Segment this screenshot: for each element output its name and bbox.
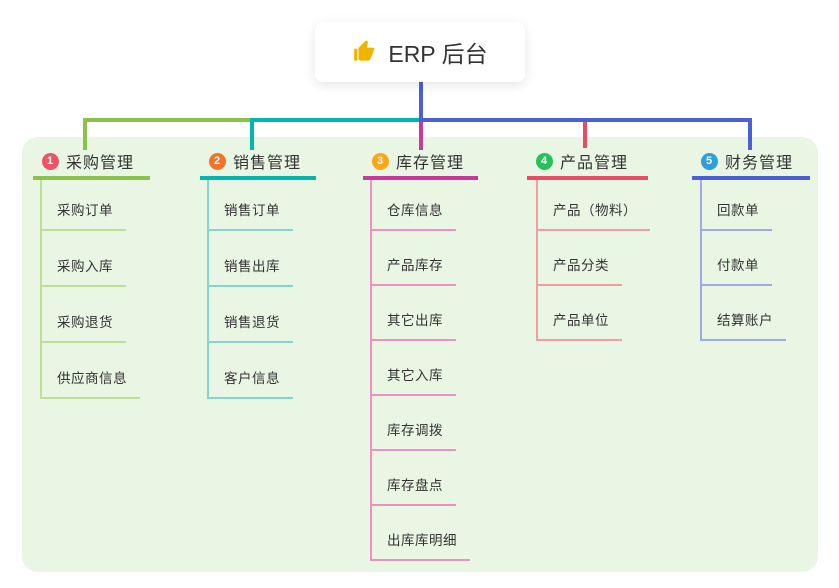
branch-number-badge: 2 (209, 152, 226, 170)
mind-map-background-panel (22, 137, 818, 572)
branch-number-badge: 1 (42, 152, 59, 170)
child-node[interactable]: 付款单 (700, 256, 772, 286)
child-node[interactable]: 仓库信息 (370, 201, 456, 231)
branch-number-badge: 4 (536, 152, 553, 170)
child-node[interactable]: 库存调拨 (370, 421, 456, 451)
bus-segment (252, 118, 419, 122)
child-node[interactable]: 产品库存 (370, 256, 456, 286)
branch-drop-line (419, 122, 423, 150)
child-node[interactable]: 销售订单 (207, 201, 293, 231)
child-node[interactable]: 供应商信息 (40, 369, 140, 399)
child-node[interactable]: 其它出库 (370, 311, 456, 341)
child-node[interactable]: 销售退货 (207, 313, 293, 343)
branch-number-badge: 5 (701, 152, 718, 170)
branch-header-sales[interactable]: 2 销售管理 (200, 146, 316, 180)
branch-number-badge: 3 (372, 152, 389, 170)
root-node[interactable]: ERP 后台 (315, 22, 525, 82)
child-node[interactable]: 库存盘点 (370, 476, 456, 506)
branch-label: 财务管理 (725, 155, 794, 172)
child-spine (207, 180, 209, 399)
branch-label: 库存管理 (396, 155, 465, 172)
child-node[interactable]: 回款单 (700, 201, 772, 231)
root-connector-line (419, 82, 423, 118)
branch-header-purchase[interactable]: 1 采购管理 (33, 146, 150, 180)
child-node[interactable]: 客户信息 (207, 369, 293, 399)
branch-drop-line (250, 118, 254, 150)
child-node[interactable]: 其它入库 (370, 366, 456, 396)
child-spine (370, 180, 372, 561)
child-node[interactable]: 产品分类 (536, 256, 622, 286)
child-spine (40, 180, 42, 399)
thumbs-up-icon (354, 40, 376, 61)
child-node[interactable]: 结算账户 (700, 311, 786, 341)
root-label: ERP 后台 (388, 41, 488, 67)
child-node[interactable]: 采购退货 (40, 313, 126, 343)
branch-label: 采购管理 (66, 155, 135, 172)
child-node[interactable]: 产品（物料） (536, 201, 650, 231)
branch-drop-line (83, 118, 87, 150)
bus-segment (419, 118, 752, 122)
child-node[interactable]: 采购订单 (40, 201, 126, 231)
branch-drop-line (583, 122, 587, 148)
branch-label: 销售管理 (233, 155, 302, 172)
bus-segment (83, 118, 252, 122)
child-node[interactable]: 采购入库 (40, 257, 126, 287)
branch-header-finance[interactable]: 5 财务管理 (692, 146, 810, 180)
child-node[interactable]: 销售出库 (207, 257, 293, 287)
child-node[interactable]: 出库库明细 (370, 531, 470, 561)
child-spine (536, 180, 538, 341)
branch-header-inventory[interactable]: 3 库存管理 (363, 146, 478, 180)
branch-label: 产品管理 (560, 155, 629, 172)
branch-header-product[interactable]: 4 产品管理 (527, 146, 648, 180)
child-node[interactable]: 产品单位 (536, 311, 622, 341)
branch-drop-line (748, 118, 752, 150)
child-spine (700, 180, 702, 341)
